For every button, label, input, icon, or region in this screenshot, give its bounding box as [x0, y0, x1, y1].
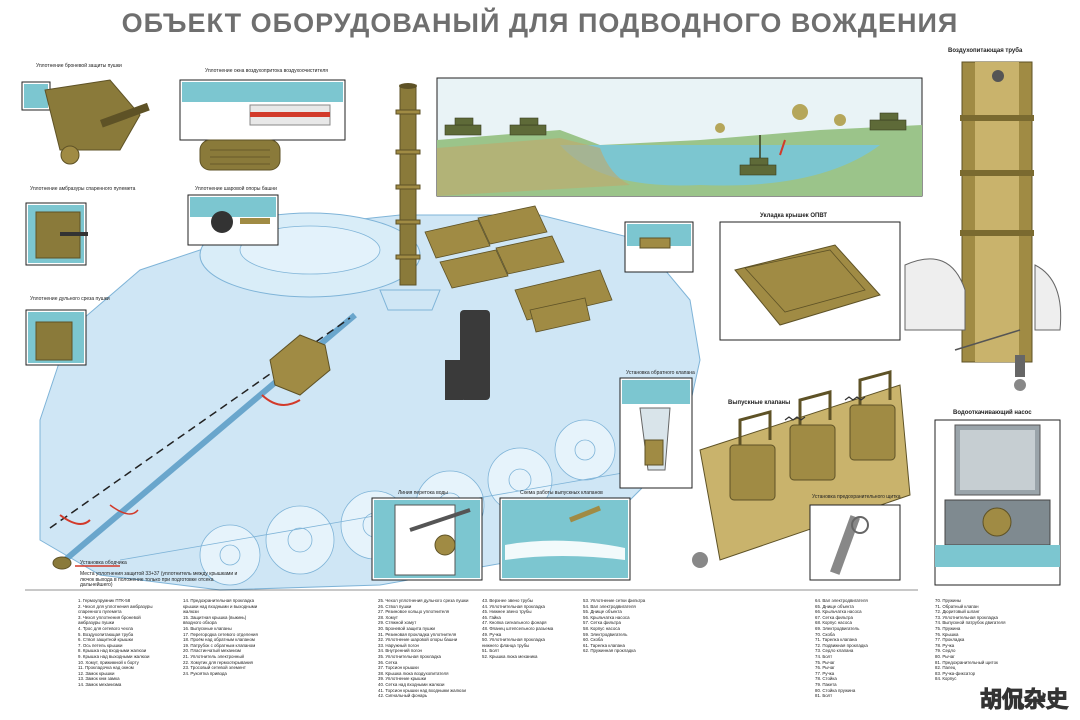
panel-valve-scheme [499, 497, 631, 581]
label-check-valve: Установка обратного клапана [626, 370, 695, 376]
panel-safety-pin [809, 504, 901, 581]
panel-air-intake [179, 79, 346, 171]
exhaust-valves [692, 370, 911, 568]
air-pipe-cutaway [904, 61, 1062, 391]
label-gun-seal: Уплотнение броневой защиты пушки [36, 63, 122, 69]
panel-gun-seal [21, 79, 150, 165]
label-exhaust-valves: Выпускные клапаны [728, 400, 791, 406]
panel-muzzle [25, 309, 87, 366]
label-turret-ring: Уплотнение шаровой опоры башни [195, 186, 277, 192]
panel-pipe-mount [624, 221, 694, 273]
label-coax-mg: Уплотнение амбразуры спаренного пулемета [30, 186, 136, 192]
snorkel-pipe [379, 83, 441, 311]
label-water-line: Линия перетока воды [398, 490, 448, 496]
crossing-scene [436, 77, 923, 197]
label-bilge-pump: Водооткачивающий насос [953, 410, 1032, 416]
legend-column-3: 25. Чехол уплотнения дульного среза пушк… [378, 598, 469, 699]
road-wheels [199, 419, 616, 586]
label-nose-cover: Установка ободчика [80, 560, 127, 566]
panel-coax-mg [25, 202, 88, 266]
panel-hatch-stowage [719, 221, 901, 341]
bilge-pump [934, 419, 1061, 586]
panel-turret-ring [187, 194, 279, 246]
label-air-intake: Уплотнение окна воздухопритока воздухооч… [205, 68, 328, 74]
poster-title: ОБЪЕКТ ОБОРУДОВАНЫЙ ДЛЯ ПОДВОДНОГО ВОЖДЕ… [121, 8, 959, 38]
label-safety-pin: Установка предохранительного щитка [812, 494, 901, 500]
watermark: 胡侃杂史 [979, 688, 1068, 714]
panel-water-line [371, 497, 483, 581]
hatch-linkage [445, 310, 490, 400]
label-hatch-stowage: Укладка крышек ОПВТ [760, 213, 828, 219]
hatch-covers [424, 205, 613, 333]
label-muzzle: Уплотнение дульного среза пушки [30, 296, 110, 302]
gun-barrel [49, 312, 357, 570]
panel-check-valve [619, 377, 693, 489]
label-nose-note: Места уплотнения защитой 33+37 (уплотнит… [80, 571, 238, 588]
label-valve-scheme: Схема работы выпускных клапанов [520, 490, 603, 496]
label-air-pipe: Воздухопитающая труба [948, 48, 1023, 54]
